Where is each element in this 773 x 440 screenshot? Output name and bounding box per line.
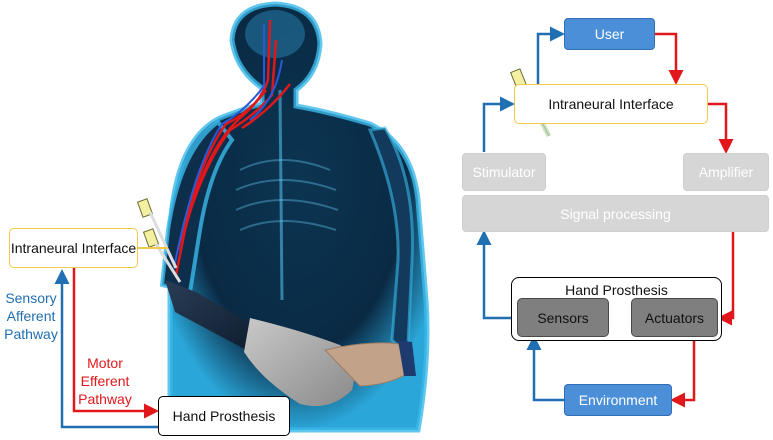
signal-processing-box: Signal processing bbox=[462, 195, 769, 232]
left-hand-prosthesis-box: Hand Prosthesis bbox=[158, 396, 290, 436]
sensors-box: Sensors bbox=[517, 298, 609, 337]
actuators-box: Actuators bbox=[631, 298, 718, 337]
amplifier-box: Amplifier bbox=[683, 153, 769, 191]
signal-processing-label: Signal processing bbox=[560, 205, 671, 222]
right-intraneural-interface-label: Intraneural Interface bbox=[548, 96, 674, 112]
amplifier-label: Amplifier bbox=[698, 164, 754, 180]
right-intraneural-interface-box: Intraneural Interface bbox=[514, 84, 708, 124]
stimulator-box: Stimulator bbox=[462, 153, 546, 191]
left-intraneural-interface-label: Intraneural Interface bbox=[10, 240, 137, 256]
electrode-icon bbox=[136, 198, 182, 283]
left-intraneural-interface-box: Intraneural Interface bbox=[9, 228, 138, 268]
user-label: User bbox=[594, 26, 625, 42]
left-hand-prosthesis-label: Hand Prosthesis bbox=[172, 408, 276, 424]
motor-efferent-pathway-label: Motor Efferent Pathway bbox=[78, 355, 132, 407]
left-connectors bbox=[54, 247, 168, 429]
user-box: User bbox=[564, 18, 655, 50]
hand-prosthesis-label: Hand Prosthesis bbox=[565, 282, 668, 298]
human-body-illustration bbox=[136, 1, 430, 433]
environment-label: Environment bbox=[578, 392, 658, 408]
sensors-label: Sensors bbox=[537, 309, 589, 326]
stimulator-label: Stimulator bbox=[472, 164, 536, 180]
sensory-afferent-pathway-label: Sensory Afferent Pathway bbox=[4, 290, 58, 342]
actuators-label: Actuators bbox=[644, 309, 705, 326]
environment-box: Environment bbox=[564, 384, 672, 416]
